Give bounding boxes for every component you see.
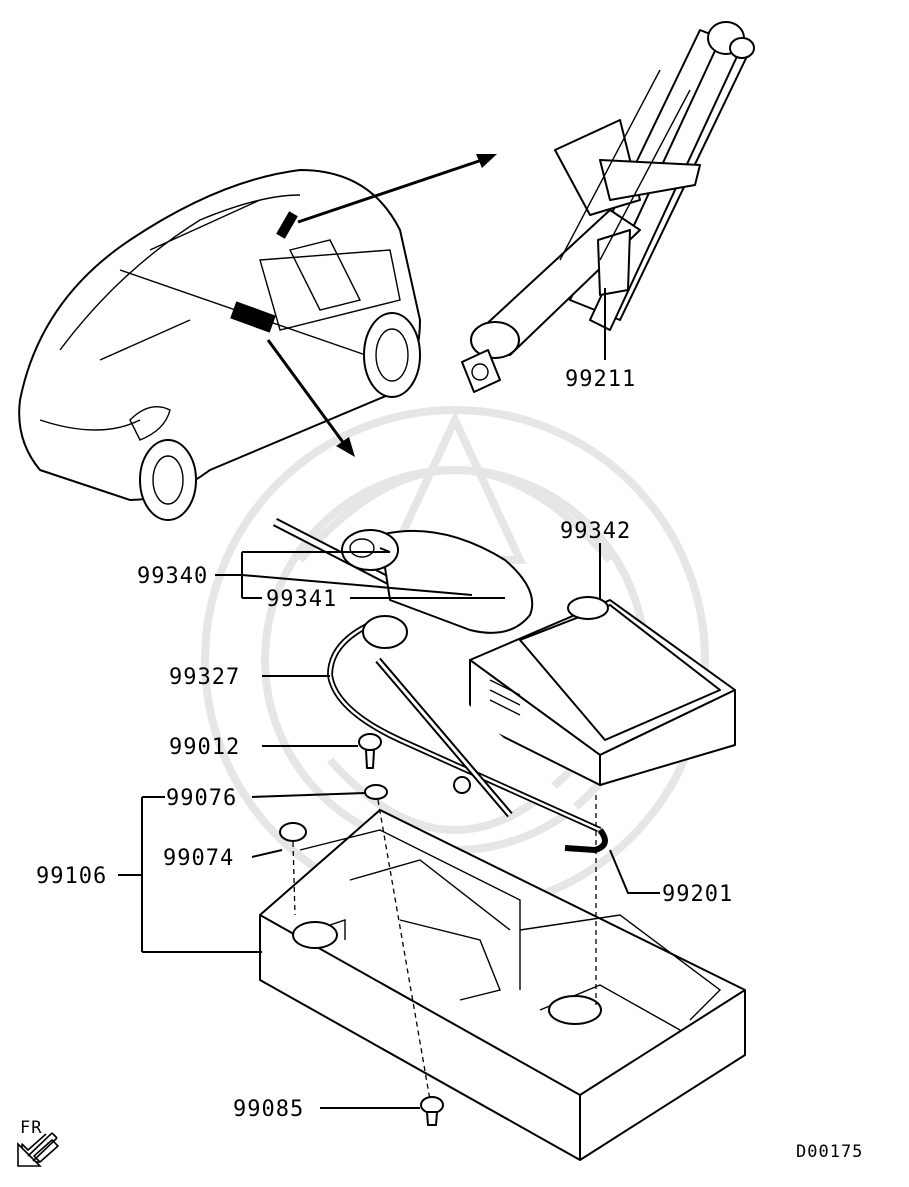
label-99327: 99327 [169, 665, 240, 690]
fr-arrow-icon [17, 1132, 59, 1167]
label-99342: 99342 [560, 519, 631, 544]
label-99201: 99201 [662, 882, 733, 907]
diagram-code: D00175 [796, 1142, 863, 1162]
label-99106: 99106 [36, 864, 107, 889]
label-99341: 99341 [266, 587, 337, 612]
fasteners [279, 733, 444, 1126]
label-99340: 99340 [137, 564, 208, 589]
hose [327, 615, 608, 853]
label-99076: 99076 [166, 786, 237, 811]
callout-arrows [266, 154, 497, 457]
label-99211: 99211 [565, 367, 636, 392]
leader-lines [118, 288, 660, 1109]
assembly-lines [292, 795, 597, 1101]
label-99074: 99074 [163, 846, 234, 871]
compressor-box [469, 596, 736, 786]
label-99012: 99012 [169, 735, 240, 760]
car-outline [18, 169, 421, 521]
label-99085: 99085 [233, 1097, 304, 1122]
direction-label: FR [20, 1118, 42, 1138]
motor-unit [272, 517, 534, 634]
scissor-jack [461, 21, 755, 393]
